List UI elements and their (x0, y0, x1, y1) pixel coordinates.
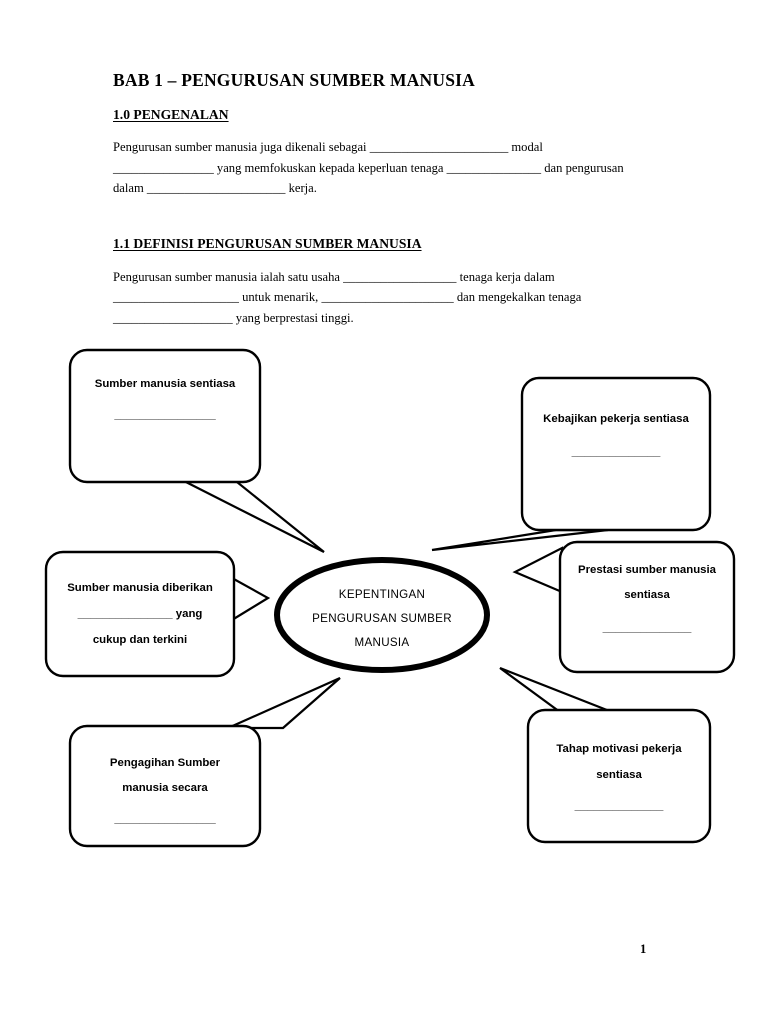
tail-top-left (177, 476, 325, 553)
document-text-block: BAB 1 – PENGURUSAN SUMBER MANUSIA 1.0 PE… (113, 70, 658, 328)
callout-box-bottom-left[interactable] (68, 724, 262, 848)
page-number: 1 (640, 942, 647, 956)
callout-line: _______________ yang (77, 608, 203, 620)
tail-left-middle (230, 576, 271, 622)
callout-text-right-middle: Prestasi sumber manusia sentiasa _______… (578, 564, 717, 634)
callout-line: Prestasi sumber manusia (578, 564, 717, 576)
callout-box-left-middle[interactable] (44, 550, 236, 678)
section-heading-1-1: 1.1 DEFINISI PENGURUSAN SUMBER MANUSIA (113, 236, 422, 252)
callout-line: Kebajikan pekerja sentiasa (543, 413, 689, 425)
callout-box-top-left[interactable] (68, 348, 262, 484)
tail-bottom-left (227, 676, 341, 730)
callout-line: Sumber manusia diberikan (67, 582, 213, 594)
center-line: MANUSIA (355, 636, 410, 649)
section-spacer (113, 198, 658, 236)
callout-line: ________________ (113, 409, 216, 421)
center-ellipse[interactable] (274, 557, 490, 673)
callout-text-top-left: Sumber manusia sentiasa ________________ (95, 378, 236, 421)
center-line: PENGURUSAN SUMBER (312, 612, 452, 625)
paragraph-line: Pengurusan sumber manusia juga dikenali … (113, 140, 543, 155)
paragraph-line: ___________________ yang berprestasi tin… (113, 310, 354, 325)
callout-box-right-middle[interactable] (558, 540, 736, 674)
callout-line: Tahap motivasi pekerja (556, 743, 682, 755)
mindmap-diagram: Sumber manusia sentiasa ________________… (0, 330, 768, 860)
center-line: KEPENTINGAN (339, 588, 425, 601)
callout-line: Pengagihan Sumber (110, 757, 221, 769)
callout-line: ______________ (602, 622, 692, 634)
callout-line: Sumber manusia sentiasa (95, 378, 236, 390)
callout-box-top-right[interactable] (520, 376, 712, 532)
paragraph-line: dalam ______________________ kerja. (113, 181, 317, 196)
callout-line: sentiasa (624, 589, 670, 601)
tail-bottom-right (499, 666, 613, 714)
callout-text-bottom-left: Pengagihan Sumber manusia secara _______… (110, 757, 221, 825)
callout-line: ______________ (571, 446, 661, 458)
paragraph-line: Pengurusan sumber manusia ialah satu usa… (113, 269, 555, 284)
tail-right-middle (512, 546, 564, 594)
callout-line: ________________ (113, 813, 216, 825)
paragraph-line: ____________________ untuk menarik, ____… (113, 290, 582, 305)
section-paragraph-1-1: Pengurusan sumber manusia ialah satu usa… (113, 267, 658, 328)
callout-text-top-right: Kebajikan pekerja sentiasa _____________… (543, 413, 689, 458)
section-heading-1-0: 1.0 PENGENALAN (113, 107, 229, 122)
callout-line: sentiasa (596, 769, 642, 781)
callout-box-bottom-right[interactable] (526, 708, 712, 844)
section-paragraph-1-0: Pengurusan sumber manusia juga dikenali … (113, 137, 658, 198)
page-title: BAB 1 – PENGURUSAN SUMBER MANUSIA (113, 70, 475, 90)
callout-text-left-middle: Sumber manusia diberikan _______________… (67, 582, 213, 646)
paragraph-line: ________________ yang memfokuskan kepada… (113, 160, 624, 175)
center-ellipse-text: KEPENTINGAN PENGURUSAN SUMBER MANUSIA (312, 588, 452, 649)
callout-line: ______________ (574, 800, 664, 812)
callout-line: manusia secara (122, 782, 208, 794)
callout-line: cukup dan terkini (93, 634, 187, 646)
callout-boxes (44, 348, 736, 848)
callout-text-bottom-right: Tahap motivasi pekerja sentiasa ________… (556, 743, 682, 812)
